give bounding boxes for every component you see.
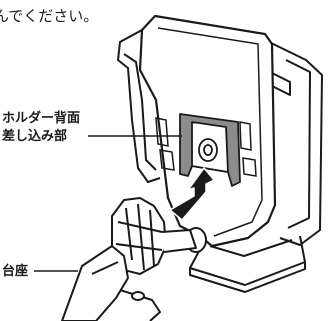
instruction-fragment: んでください。 bbox=[0, 7, 99, 25]
holder-base-plate bbox=[189, 235, 306, 293]
holder-inner-edges bbox=[155, 27, 263, 237]
label-holder-back-line1: ホルダー背面 bbox=[2, 111, 81, 126]
holder-left-flange bbox=[117, 29, 161, 183]
holder-back-slot bbox=[179, 113, 241, 187]
mount-arm bbox=[61, 245, 161, 321]
label-base: 台座 bbox=[2, 264, 29, 279]
label-holder-back-line2: 差し込み部 bbox=[2, 129, 68, 144]
insert-arrow bbox=[169, 167, 215, 221]
leader-lines bbox=[34, 135, 182, 272]
